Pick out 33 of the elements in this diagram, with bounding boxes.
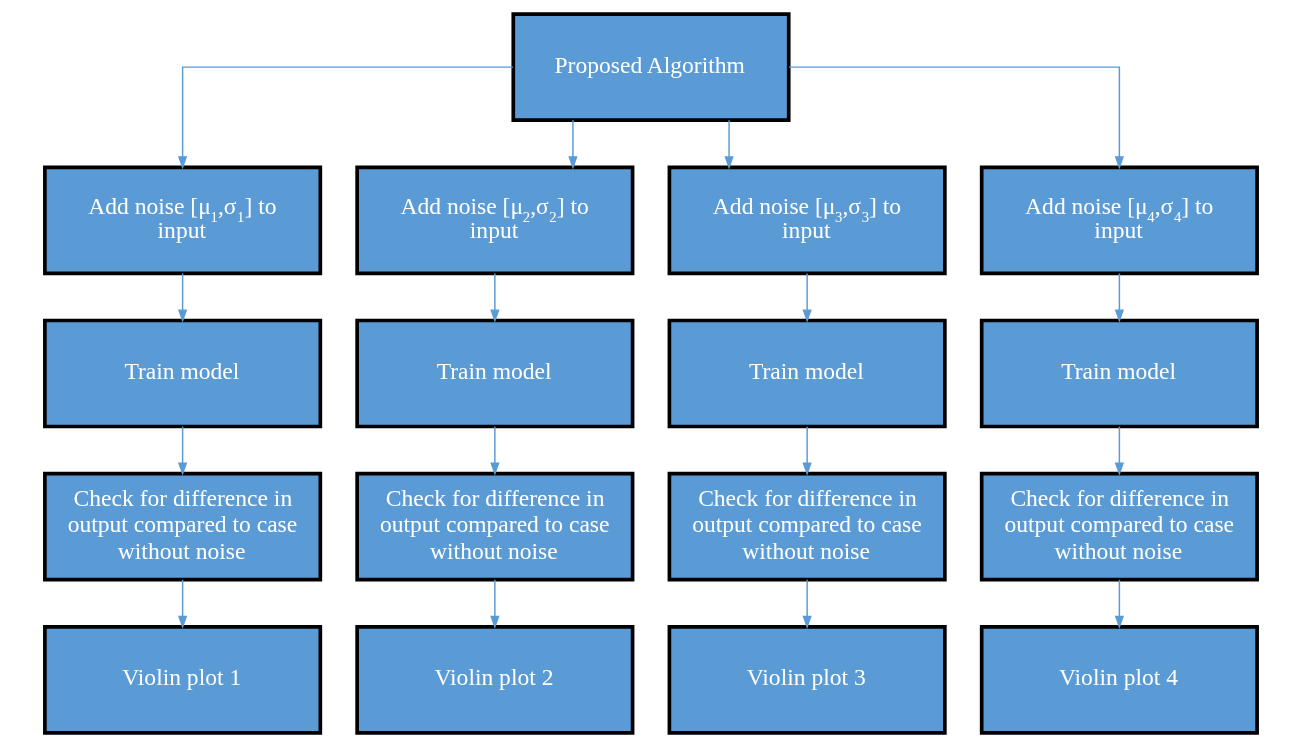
node-box: Train model [42,318,322,429]
arrow [723,119,734,170]
arrow [1114,425,1124,476]
node-box: Check for difference in output compared to case without noise [42,471,322,582]
node-box: Check for difference in output compared to case without noise [979,471,1259,582]
node-box: Proposed Algorithm [510,12,791,122]
arrow [787,66,1124,170]
arrow [802,272,812,323]
arrow [177,272,187,323]
node-box: Train model [979,318,1259,429]
node-box: Check for difference in output compared to case without noise [354,471,634,582]
node-box: Train model [667,318,947,429]
arrow [177,66,514,170]
arrow [802,425,812,476]
node-box: Violin plot 3 [667,625,947,735]
node-box: Violin plot 1 [42,625,322,735]
arrow [1114,579,1124,630]
node-box: Violin plot 4 [979,625,1259,735]
arrow [567,119,578,170]
node-box: Violin plot 2 [354,625,634,735]
arrow [802,579,812,630]
node-box: Add noise [μ$_{2}$,σ$_{2}$] to input [354,165,634,276]
arrow [177,579,187,630]
node-box: Check for difference in output compared to case without noise [667,471,947,582]
node-box: Train model [354,318,634,429]
arrow [489,579,499,630]
arrow [489,272,499,323]
node-box: Add noise [μ$_{3}$,σ$_{3}$] to input [667,165,947,276]
node-box: Add noise [μ$_{1}$,σ$_{1}$] to input [42,165,322,276]
arrow [489,425,499,476]
node-box: Add noise [μ$_{4}$,σ$_{4}$] to input [979,165,1259,276]
arrow [1114,272,1124,323]
arrow [177,425,187,476]
